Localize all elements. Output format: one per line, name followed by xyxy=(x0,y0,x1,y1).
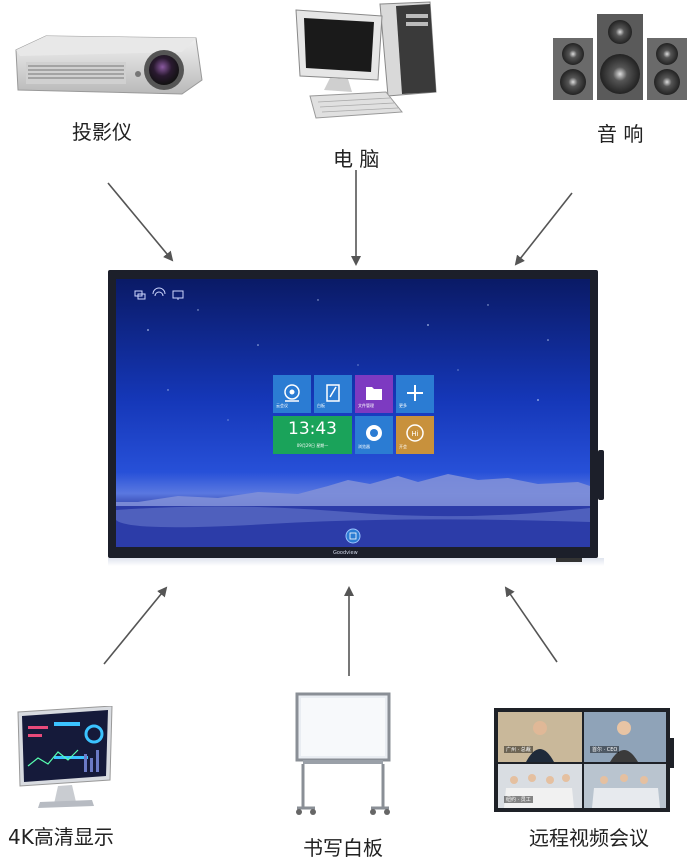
whiteboard-label: 书写白板 xyxy=(303,836,383,860)
arrow-video xyxy=(504,586,558,663)
clock-time: 13:43 xyxy=(288,419,337,439)
computer-label: 电 脑 xyxy=(333,147,380,171)
projector-image xyxy=(6,28,206,100)
panel-brand: Goodview xyxy=(333,550,358,556)
tile-label: 白板 xyxy=(317,403,325,408)
display-4k-label: 4K高清显示 xyxy=(8,825,114,849)
speakers-image xyxy=(551,12,689,102)
tile-label: 更多 xyxy=(399,403,407,408)
tile-file-manager[interactable]: 文件管理 xyxy=(355,375,393,413)
video-tile-caption: 首尔 · CEO xyxy=(590,746,620,753)
video-conference-label: 远程视频会议 xyxy=(529,826,649,850)
computer-image xyxy=(290,0,440,122)
arrow-projector xyxy=(107,182,174,262)
projector-label: 投影仪 xyxy=(72,120,132,144)
interactive-panel: 云会议 白板 文件管理 更多 13:43 09月29日 星期一 浏览器 Hi 开… xyxy=(108,270,604,566)
tile-label: 云会议 xyxy=(276,403,288,408)
tile-meeting[interactable]: Hi 开会 xyxy=(396,416,434,454)
tile-whiteboard[interactable]: 白板 xyxy=(314,375,352,413)
clock-date: 09月29日 星期一 xyxy=(296,443,329,448)
video-conference-image: 广州 · 总裁 首尔 · CEO 纽约 · 员工 xyxy=(494,708,674,812)
video-tile-caption: 广州 · 总裁 xyxy=(504,746,533,753)
tile-browser[interactable]: 浏览器 xyxy=(355,416,393,454)
arrow-4k xyxy=(103,586,168,665)
speakers-label: 音 响 xyxy=(597,122,644,146)
tile-more[interactable]: 更多 xyxy=(396,375,434,413)
clock-tile[interactable]: 13:43 09月29日 星期一 xyxy=(273,416,352,454)
whiteboard-image xyxy=(293,692,393,816)
svg-text:Hi: Hi xyxy=(411,430,418,438)
arrow-speakers xyxy=(514,192,573,266)
display-4k-image xyxy=(14,706,116,810)
tile-label: 浏览器 xyxy=(358,444,370,449)
video-tile-caption: 纽约 · 员工 xyxy=(504,796,533,803)
tile-label: 开会 xyxy=(399,444,407,449)
tile-cloud-meeting[interactable]: 云会议 xyxy=(273,375,311,413)
tile-label: 文件管理 xyxy=(358,403,374,408)
